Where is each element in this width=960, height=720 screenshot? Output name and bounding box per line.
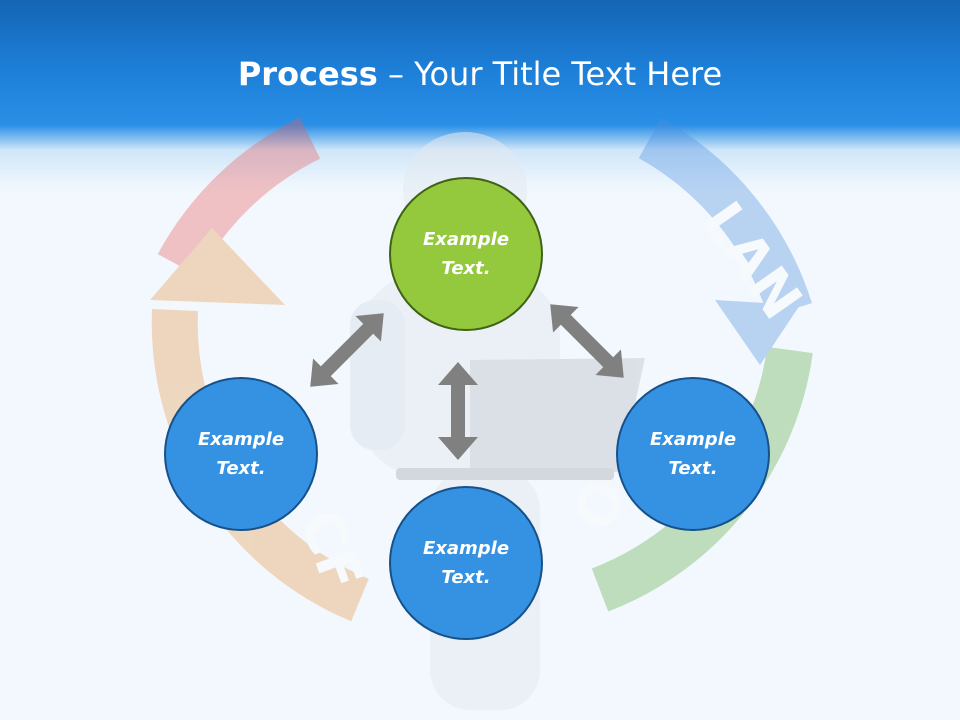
ring-red-segment [157, 117, 321, 277]
node-text: Example Text. [197, 429, 285, 479]
ring-blue-segment [638, 117, 812, 318]
arrow-diagonal-right [550, 304, 624, 378]
arrow-diagonal-left [310, 313, 384, 387]
node-text: Example Text. [422, 229, 510, 279]
page-title: Process – Your Title Text Here [0, 52, 960, 96]
node-text: Example Text. [422, 538, 510, 588]
ring-arrowhead-up [150, 228, 285, 305]
title-subtitle: Your Title Text Here [414, 55, 723, 93]
process-node-top: Example Text. [389, 177, 543, 331]
ring-arrowhead-down [715, 300, 800, 365]
title-separator: – [377, 55, 415, 93]
title-bold: Process [237, 55, 378, 93]
process-node-left: Example Text. [164, 377, 318, 531]
process-node-bottom: Example Text. [389, 486, 543, 640]
laptop-screen [470, 358, 645, 475]
process-node-right: Example Text. [616, 377, 770, 531]
node-text: Example Text. [649, 429, 737, 479]
laptop-base [396, 468, 614, 480]
arrow-vertical [438, 362, 478, 460]
connector-arrows [310, 304, 624, 460]
